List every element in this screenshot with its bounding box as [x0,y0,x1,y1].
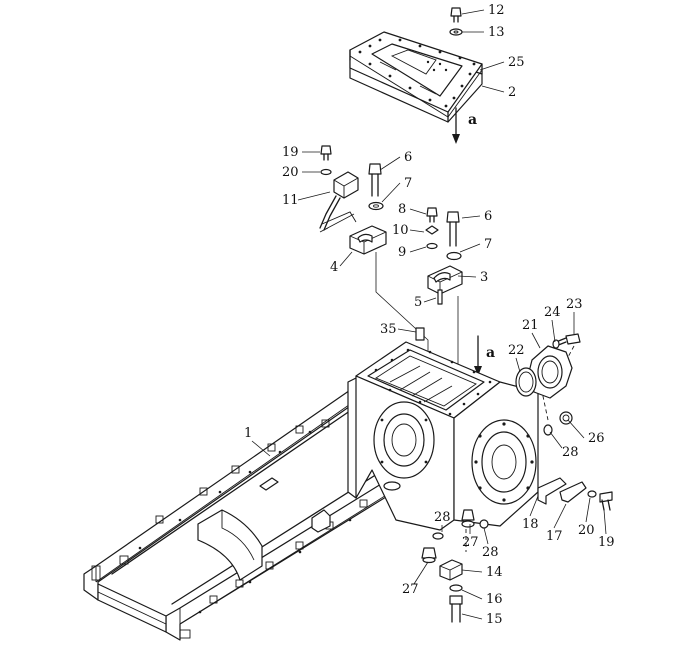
callout-c1: 1 [244,426,252,441]
callout-leaders [251,9,607,620]
leader-c10 [409,229,425,233]
arrow-labels: aa [468,112,495,361]
leader-c7b [459,243,481,253]
callout-c11: 11 [282,193,299,208]
leader-c4 [339,251,353,267]
leader-c35 [397,328,417,333]
callout-c35: 35 [380,322,397,337]
callout-c19b: 19 [598,535,615,550]
leader-c22 [515,357,521,373]
callout-c6b: 6 [484,209,492,224]
callout-c6a: 6 [404,150,412,165]
leader-c11 [297,191,331,201]
leader-c25 [479,61,505,71]
callout-c16: 16 [486,592,503,607]
main-frame-1 [83,385,421,641]
bearing-cap-4 [349,163,387,255]
callout-c12a: 12 [488,3,505,18]
rear-housing [347,327,539,531]
callout-c17: 17 [546,529,563,544]
leader-c7a [381,182,401,203]
callout-c3: 3 [480,270,488,285]
leader-c14 [461,569,483,573]
callout-c19a: 19 [282,145,299,160]
arrow-a-housing-label: a [486,345,495,361]
bolt-12-top [449,7,463,36]
callout-c22: 22 [508,343,525,358]
callout-c8: 8 [398,202,406,217]
leader-c20b [585,497,591,523]
leader-c6b [461,215,481,219]
leader-c17 [553,503,567,529]
callout-c18: 18 [522,517,539,532]
callout-c21: 21 [522,318,539,333]
leader-c15 [461,613,483,620]
callout-c25: 25 [508,55,525,70]
side-cover-21 [515,333,581,399]
leader-c5 [423,297,437,303]
callout-c23: 23 [566,297,583,312]
callout-c27a: 27 [462,535,479,550]
leader-c9 [409,246,427,253]
callout-c15: 15 [486,612,503,627]
callout-c26: 26 [588,431,605,446]
arrow-a-top-label: a [468,112,477,128]
leader-c27b [413,561,429,585]
leader-c26 [567,419,585,439]
callout-c4: 4 [330,260,338,275]
callout-c28b: 28 [434,510,451,525]
leader-c1 [251,440,271,457]
leader-c28a [549,431,563,449]
lower-parts [421,477,613,623]
callout-c10: 10 [392,223,409,238]
leader-c8 [409,208,427,215]
callout-c7b: 7 [484,237,492,252]
leader-c19b [603,509,607,535]
direction-arrow-housing [474,335,482,376]
callout-c20b: 20 [578,523,595,538]
bearing-cap-3 [425,207,463,305]
callout-c28c: 28 [482,545,499,560]
leader-c16 [461,589,483,600]
callout-c27b: 27 [402,582,419,597]
callout-c5: 5 [414,295,422,310]
leader-c3 [457,275,477,278]
leader-c28c [483,527,489,545]
callout-c9: 9 [398,245,406,260]
callout-c14: 14 [486,565,503,580]
leader-c6a [379,156,401,171]
leader-c21 [531,332,541,349]
top-cover-plate [349,31,483,123]
callout-c20a: 20 [282,165,299,180]
leader-c24 [551,319,556,343]
sensor-bracket-11 [319,145,359,231]
callout-c28a: 28 [562,445,579,460]
callout-c7a: 7 [404,176,412,191]
callout-c13a: 13 [488,25,505,40]
leader-c18 [529,495,539,517]
callout-c2: 2 [508,85,516,100]
direction-arrow-top [452,107,460,144]
leader-c12a [461,9,485,15]
callout-c24: 24 [544,305,561,320]
plug-26 [543,411,573,436]
leader-c2 [481,85,505,93]
